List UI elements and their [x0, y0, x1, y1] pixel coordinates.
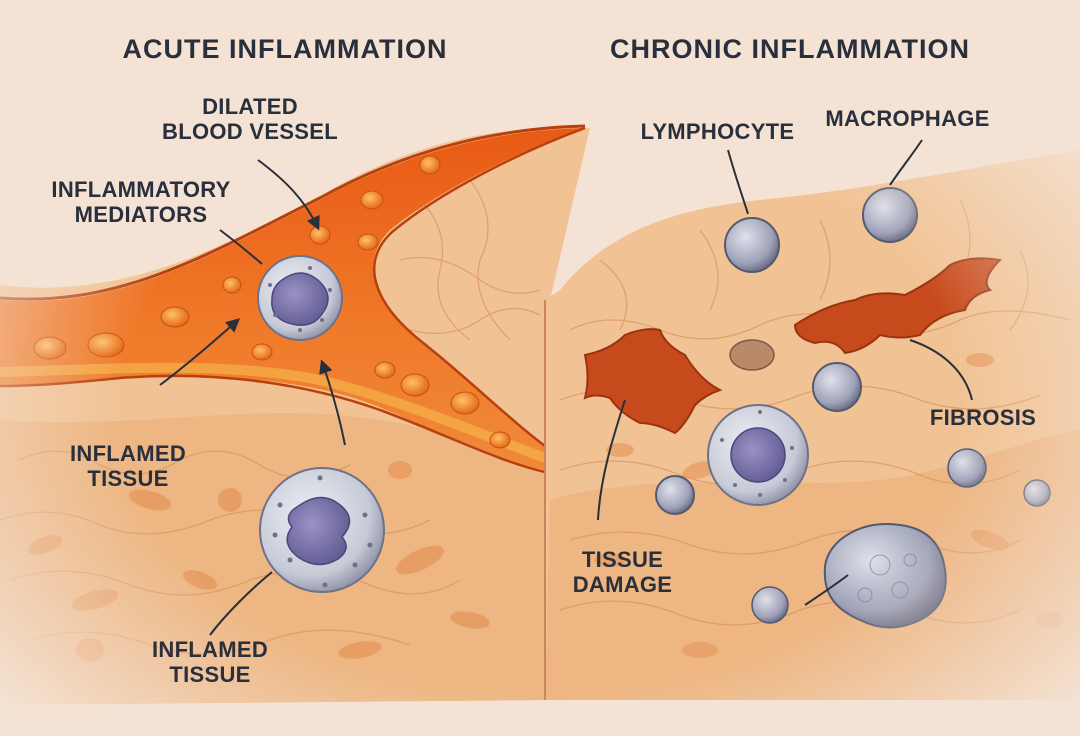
label-tissue-damage: TISSUE DAMAGE	[555, 548, 690, 597]
label-tissue-bottom-line2: TISSUE	[125, 663, 295, 688]
label-macrophage: MACROPHAGE	[810, 107, 1005, 132]
label-mediators-line2: MEDIATORS	[30, 203, 252, 228]
label-inflamed-tissue-mid: INFLAMED TISSUE	[48, 442, 208, 491]
chronic-title: CHRONIC INFLAMMATION	[580, 34, 1000, 64]
label-damage-line1: TISSUE	[555, 548, 690, 573]
label-mediators-line1: INFLAMMATORY	[30, 178, 252, 203]
label-fibrosis: FIBROSIS	[918, 406, 1048, 431]
label-tissue-mid-line2: TISSUE	[48, 467, 208, 492]
label-dilated-line2: BLOOD VESSEL	[140, 120, 360, 145]
label-tissue-bottom-line1: INFLAMED	[125, 638, 295, 663]
label-damage-line2: DAMAGE	[555, 573, 690, 598]
label-inflammatory-mediators: INFLAMMATORY MEDIATORS	[30, 178, 252, 227]
label-lymphocyte: LYMPHOCYTE	[625, 120, 810, 145]
label-tissue-mid-line1: INFLAMED	[48, 442, 208, 467]
label-dilated-blood-vessel: DILATED BLOOD VESSEL	[140, 95, 360, 144]
acute-title: ACUTE INFLAMMATION	[95, 34, 475, 64]
label-dilated-line1: DILATED	[140, 95, 360, 120]
label-inflamed-tissue-bottom: INFLAMED TISSUE	[125, 638, 295, 687]
